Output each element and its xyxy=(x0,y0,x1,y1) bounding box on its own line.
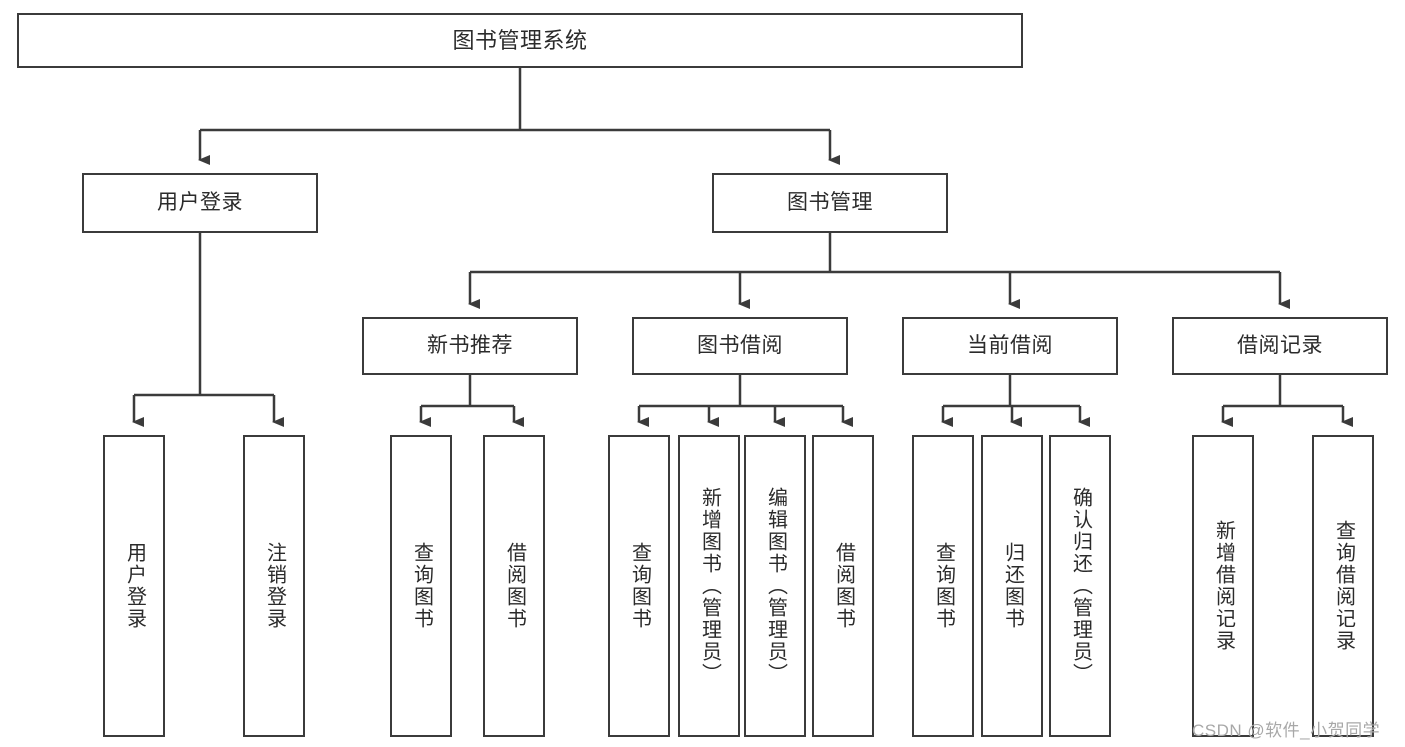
leaf-confirm-return-admin[interactable]: 确认归还（管理员） xyxy=(1049,435,1111,737)
leaf-query-books-current[interactable]: 查询图书 xyxy=(912,435,974,737)
leaf-query-books-borrow-label: 查询图书 xyxy=(628,542,651,630)
leaf-edit-book-admin[interactable]: 编辑图书（管理员） xyxy=(744,435,806,737)
leaf-add-book-admin[interactable]: 新增图书（管理员） xyxy=(678,435,740,737)
leaf-return-book-label: 归还图书 xyxy=(1001,542,1024,630)
leaf-add-borrow-record[interactable]: 新增借阅记录 xyxy=(1192,435,1254,737)
leaf-confirm-return-admin-label: 确认归还（管理员） xyxy=(1069,487,1092,685)
leaf-user-login-label: 用户登录 xyxy=(123,542,146,630)
node-current-borrow[interactable]: 当前借阅 xyxy=(902,317,1118,375)
leaf-edit-book-admin-label: 编辑图书（管理员） xyxy=(764,487,787,685)
leaf-query-books-current-label: 查询图书 xyxy=(932,542,955,630)
leaf-query-books-recommend[interactable]: 查询图书 xyxy=(390,435,452,737)
node-user-login[interactable]: 用户登录 xyxy=(82,173,318,233)
node-current-borrow-label: 当前借阅 xyxy=(967,333,1053,357)
leaf-logout[interactable]: 注销登录 xyxy=(243,435,305,737)
node-new-book-recommend-label: 新书推荐 xyxy=(427,333,513,357)
node-book-borrow[interactable]: 图书借阅 xyxy=(632,317,848,375)
leaf-borrow-book-label: 借阅图书 xyxy=(832,542,855,630)
leaf-return-book[interactable]: 归还图书 xyxy=(981,435,1043,737)
node-user-login-label: 用户登录 xyxy=(157,190,243,214)
node-new-book-recommend[interactable]: 新书推荐 xyxy=(362,317,578,375)
node-root-system[interactable]: 图书管理系统 xyxy=(17,13,1023,68)
leaf-user-login[interactable]: 用户登录 xyxy=(103,435,165,737)
csdn-watermark: CSDN @软件_小贺同学 xyxy=(1192,721,1381,740)
node-borrow-record[interactable]: 借阅记录 xyxy=(1172,317,1388,375)
leaf-query-books-recommend-label: 查询图书 xyxy=(410,542,433,630)
node-book-borrow-label: 图书借阅 xyxy=(697,333,783,357)
leaf-borrow-books-recommend[interactable]: 借阅图书 xyxy=(483,435,545,737)
leaf-query-borrow-record[interactable]: 查询借阅记录 xyxy=(1312,435,1374,737)
node-book-management[interactable]: 图书管理 xyxy=(712,173,948,233)
leaf-query-books-borrow[interactable]: 查询图书 xyxy=(608,435,670,737)
node-borrow-record-label: 借阅记录 xyxy=(1237,333,1323,357)
leaf-borrow-book[interactable]: 借阅图书 xyxy=(812,435,874,737)
node-book-management-label: 图书管理 xyxy=(787,190,873,214)
leaf-borrow-books-recommend-label: 借阅图书 xyxy=(503,542,526,630)
leaf-logout-label: 注销登录 xyxy=(263,542,286,630)
leaf-query-borrow-record-label: 查询借阅记录 xyxy=(1332,520,1355,652)
node-root-label: 图书管理系统 xyxy=(452,27,588,53)
leaf-add-book-admin-label: 新增图书（管理员） xyxy=(698,487,721,685)
leaf-add-borrow-record-label: 新增借阅记录 xyxy=(1212,520,1235,652)
